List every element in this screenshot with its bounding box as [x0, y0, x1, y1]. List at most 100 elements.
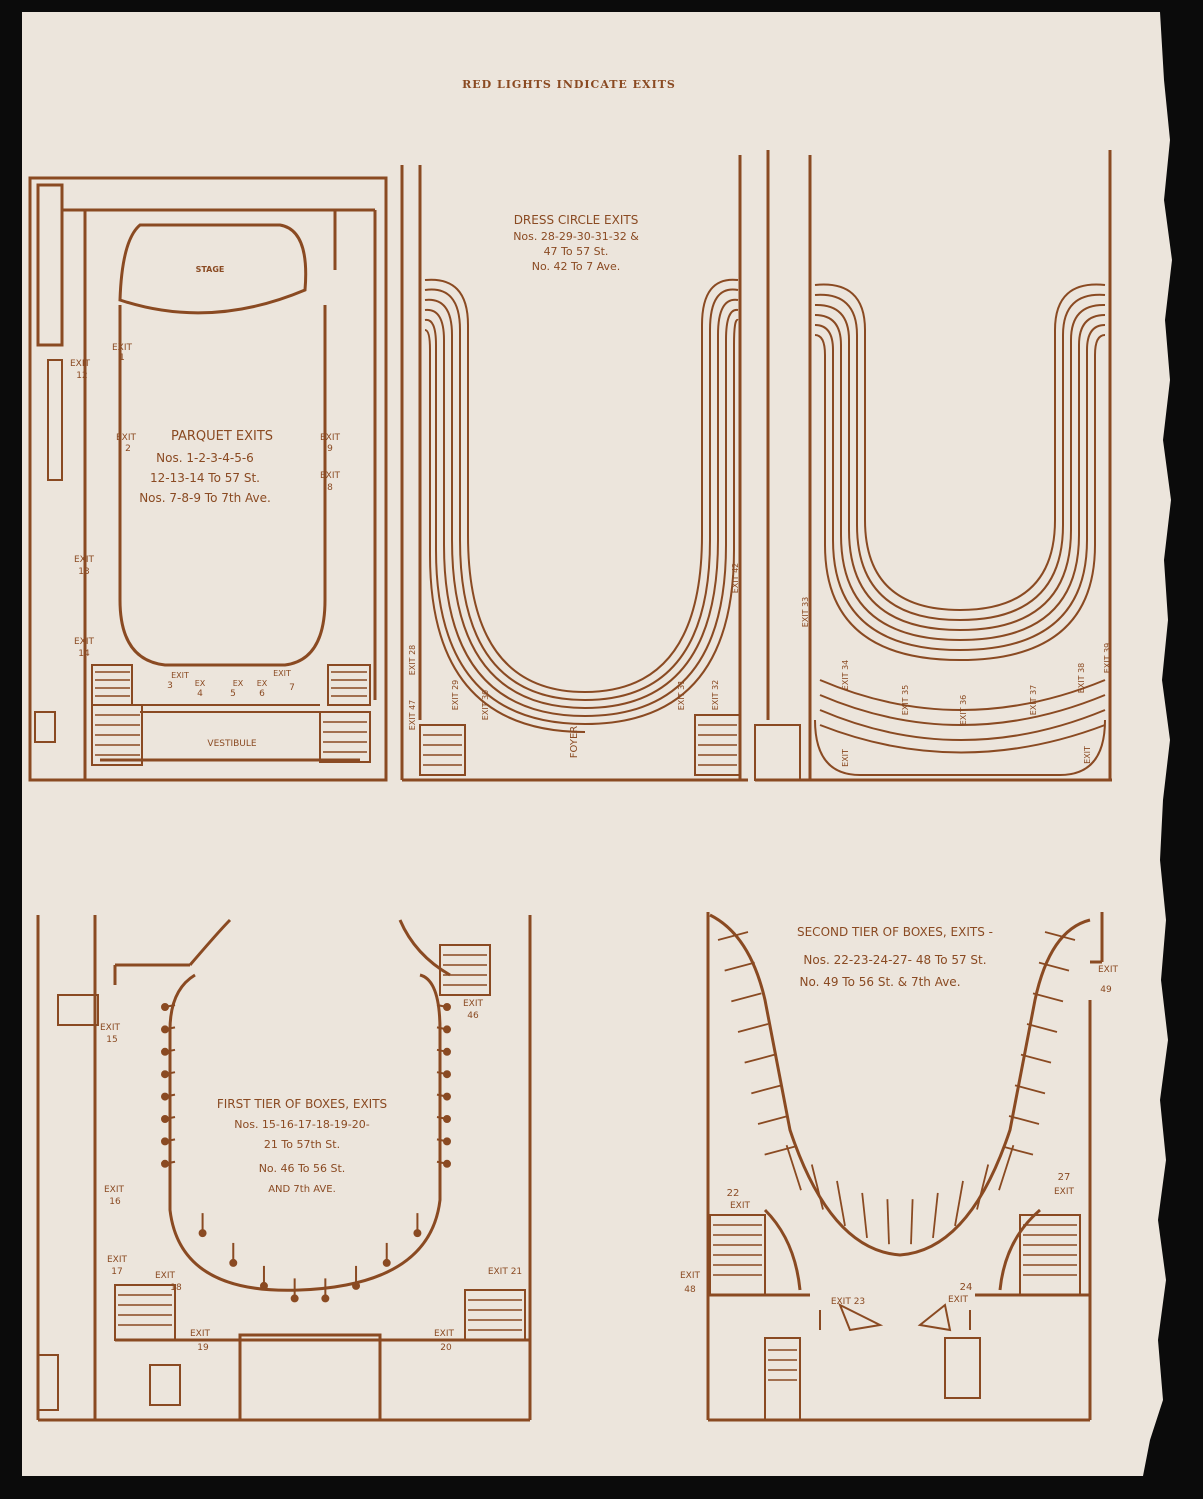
box-partition: [744, 1053, 775, 1064]
second-tier-box-partitions: [717, 931, 1076, 1245]
box-seat-marker: [161, 1003, 169, 1011]
exit-30-label: EXIT 30: [481, 690, 490, 721]
second-tier-plan: [706, 912, 1104, 1422]
exit-34-label: EXIT 34: [841, 660, 850, 691]
exit-47-label: EXIT 47: [408, 700, 417, 731]
box-seat-marker: [413, 1229, 422, 1238]
first-tier-caption-line2: 21 To 57th St.: [264, 1138, 340, 1151]
box-seat-marker: [290, 1294, 299, 1303]
exit-32-label: EXIT 32: [711, 680, 720, 711]
box-partition: [998, 1144, 1015, 1191]
first-tier-caption-title: FIRST TIER OF BOXES, EXITS: [217, 1097, 387, 1111]
second-tier-caption-line1: Nos. 22-23-24-27- 48 To 57 St.: [803, 953, 986, 967]
exit-49-label: EXIT: [1098, 965, 1119, 975]
box-seat-marker: [443, 1092, 451, 1101]
exit-20-number: 20: [440, 1343, 452, 1353]
first-tier-caption-line1: Nos. 15-16-17-18-19-20-: [234, 1118, 370, 1131]
box-seat-marker: [352, 1281, 361, 1290]
exit-37-label: EXIT 37: [1029, 685, 1038, 716]
exit-13-number: 13: [78, 567, 89, 577]
exit-12-number: 12: [76, 371, 87, 381]
exit-18-label: EXIT: [155, 1271, 176, 1281]
exit-4-label: EX: [195, 679, 206, 688]
exit-29-label: EXIT 29: [451, 680, 460, 711]
balcony-labels: EXIT 33 EXIT 34 EXIT 35 EXIT 36 EXIT 37 …: [801, 597, 1112, 767]
exit-48-number: 48: [684, 1285, 696, 1295]
exit-4-number: 4: [197, 689, 203, 699]
box-partition: [1032, 992, 1064, 1003]
exit-39-label: EXIT 39: [1103, 643, 1112, 674]
foyer-label: FOYER: [569, 726, 580, 759]
box-seat-marker: [443, 1003, 451, 1011]
exit-1-label: EXIT: [112, 343, 133, 353]
dress-circle-plan: [400, 155, 748, 782]
exit-19-number: 19: [197, 1343, 209, 1353]
box-partition: [724, 961, 755, 972]
exit-5-number: 5: [230, 689, 236, 699]
box-partition: [1014, 1084, 1046, 1095]
box-partition: [836, 1180, 846, 1227]
exit-28-label: EXIT 28: [408, 645, 417, 676]
page-heading: RED LIGHTS INDICATE EXITS: [462, 78, 676, 91]
box-seat-marker: [198, 1229, 207, 1238]
exit-3-number: 3: [167, 681, 173, 691]
exit-7-number: 7: [289, 683, 295, 693]
box-seat-marker: [443, 1159, 451, 1168]
exit-2-label: EXIT: [116, 433, 137, 443]
box-partition: [737, 1023, 769, 1033]
exit-16-number: 16: [109, 1197, 121, 1207]
exit-8-number: 8: [327, 483, 333, 493]
exit-27-label: EXIT: [1054, 1187, 1075, 1197]
exit-24-number: 24: [960, 1282, 973, 1293]
box-partition: [1026, 1023, 1058, 1033]
parquet-caption-title: PARQUET EXITS: [171, 429, 273, 444]
exit-49-number: 49: [1100, 985, 1112, 995]
box-seat-marker: [161, 1159, 169, 1168]
exit-19-label: EXIT: [190, 1329, 211, 1339]
box-seat-marker: [443, 1070, 451, 1079]
box-seat-marker: [161, 1114, 169, 1123]
exit-2-number: 2: [125, 444, 131, 454]
box-seat-marker: [321, 1294, 330, 1303]
second-tier-outer-horseshoe: [709, 913, 1091, 1257]
box-partition: [717, 931, 749, 941]
dress-circle-caption-line3: No. 42 To 7 Ave.: [532, 260, 620, 273]
exit-22-number: 22: [727, 1188, 740, 1199]
box-partition: [810, 1164, 824, 1210]
parquet-floor-plan: [28, 176, 388, 782]
exit-38-label: EXIT 38: [1077, 663, 1086, 694]
first-tier-horseshoe: [168, 973, 442, 1292]
exit-27-number: 27: [1058, 1172, 1071, 1183]
box-partition: [1038, 961, 1070, 972]
exit-24-label: EXIT: [948, 1295, 969, 1305]
first-tier-box-partitions: [161, 1003, 451, 1303]
parquet-house-outline: [118, 305, 327, 667]
parquet-labels: STAGE VESTIBULE PARQUET EXITS Nos. 1-2-3…: [70, 265, 341, 749]
parquet-caption-line3: Nos. 7-8-9 To 7th Ave.: [139, 491, 271, 505]
first-tier-plan: [36, 915, 532, 1422]
parquet-outer-wall: [28, 176, 388, 782]
box-seat-marker: [161, 1092, 169, 1101]
box-seat-marker: [259, 1281, 268, 1290]
exit-unnumbered-right: EXIT: [1083, 746, 1092, 764]
exit-9-number: 9: [327, 444, 333, 454]
box-seat-marker: [161, 1070, 169, 1079]
exit-17-number: 17: [111, 1267, 122, 1277]
exit-14-label: EXIT: [74, 637, 95, 647]
exit-31-label: EXIT 31: [677, 680, 686, 711]
exit-12-label: EXIT: [70, 359, 91, 369]
box-seat-marker: [161, 1137, 169, 1146]
stage-label: STAGE: [196, 265, 225, 274]
exit-23-label: EXIT 23: [831, 1297, 865, 1307]
dress-circle-caption-title: DRESS CIRCLE EXITS: [514, 213, 639, 227]
exit-21-label: EXIT 21: [488, 1267, 522, 1277]
box-partition: [785, 1144, 802, 1191]
box-partition: [731, 992, 762, 1003]
box-seat-marker: [443, 1025, 451, 1034]
exit-unnumbered-left: EXIT: [841, 749, 850, 767]
exit-20-label: EXIT: [434, 1329, 455, 1339]
box-partition: [764, 1145, 795, 1156]
box-partition: [1002, 1145, 1034, 1156]
box-partition: [910, 1199, 914, 1245]
box-partition: [861, 1192, 868, 1239]
